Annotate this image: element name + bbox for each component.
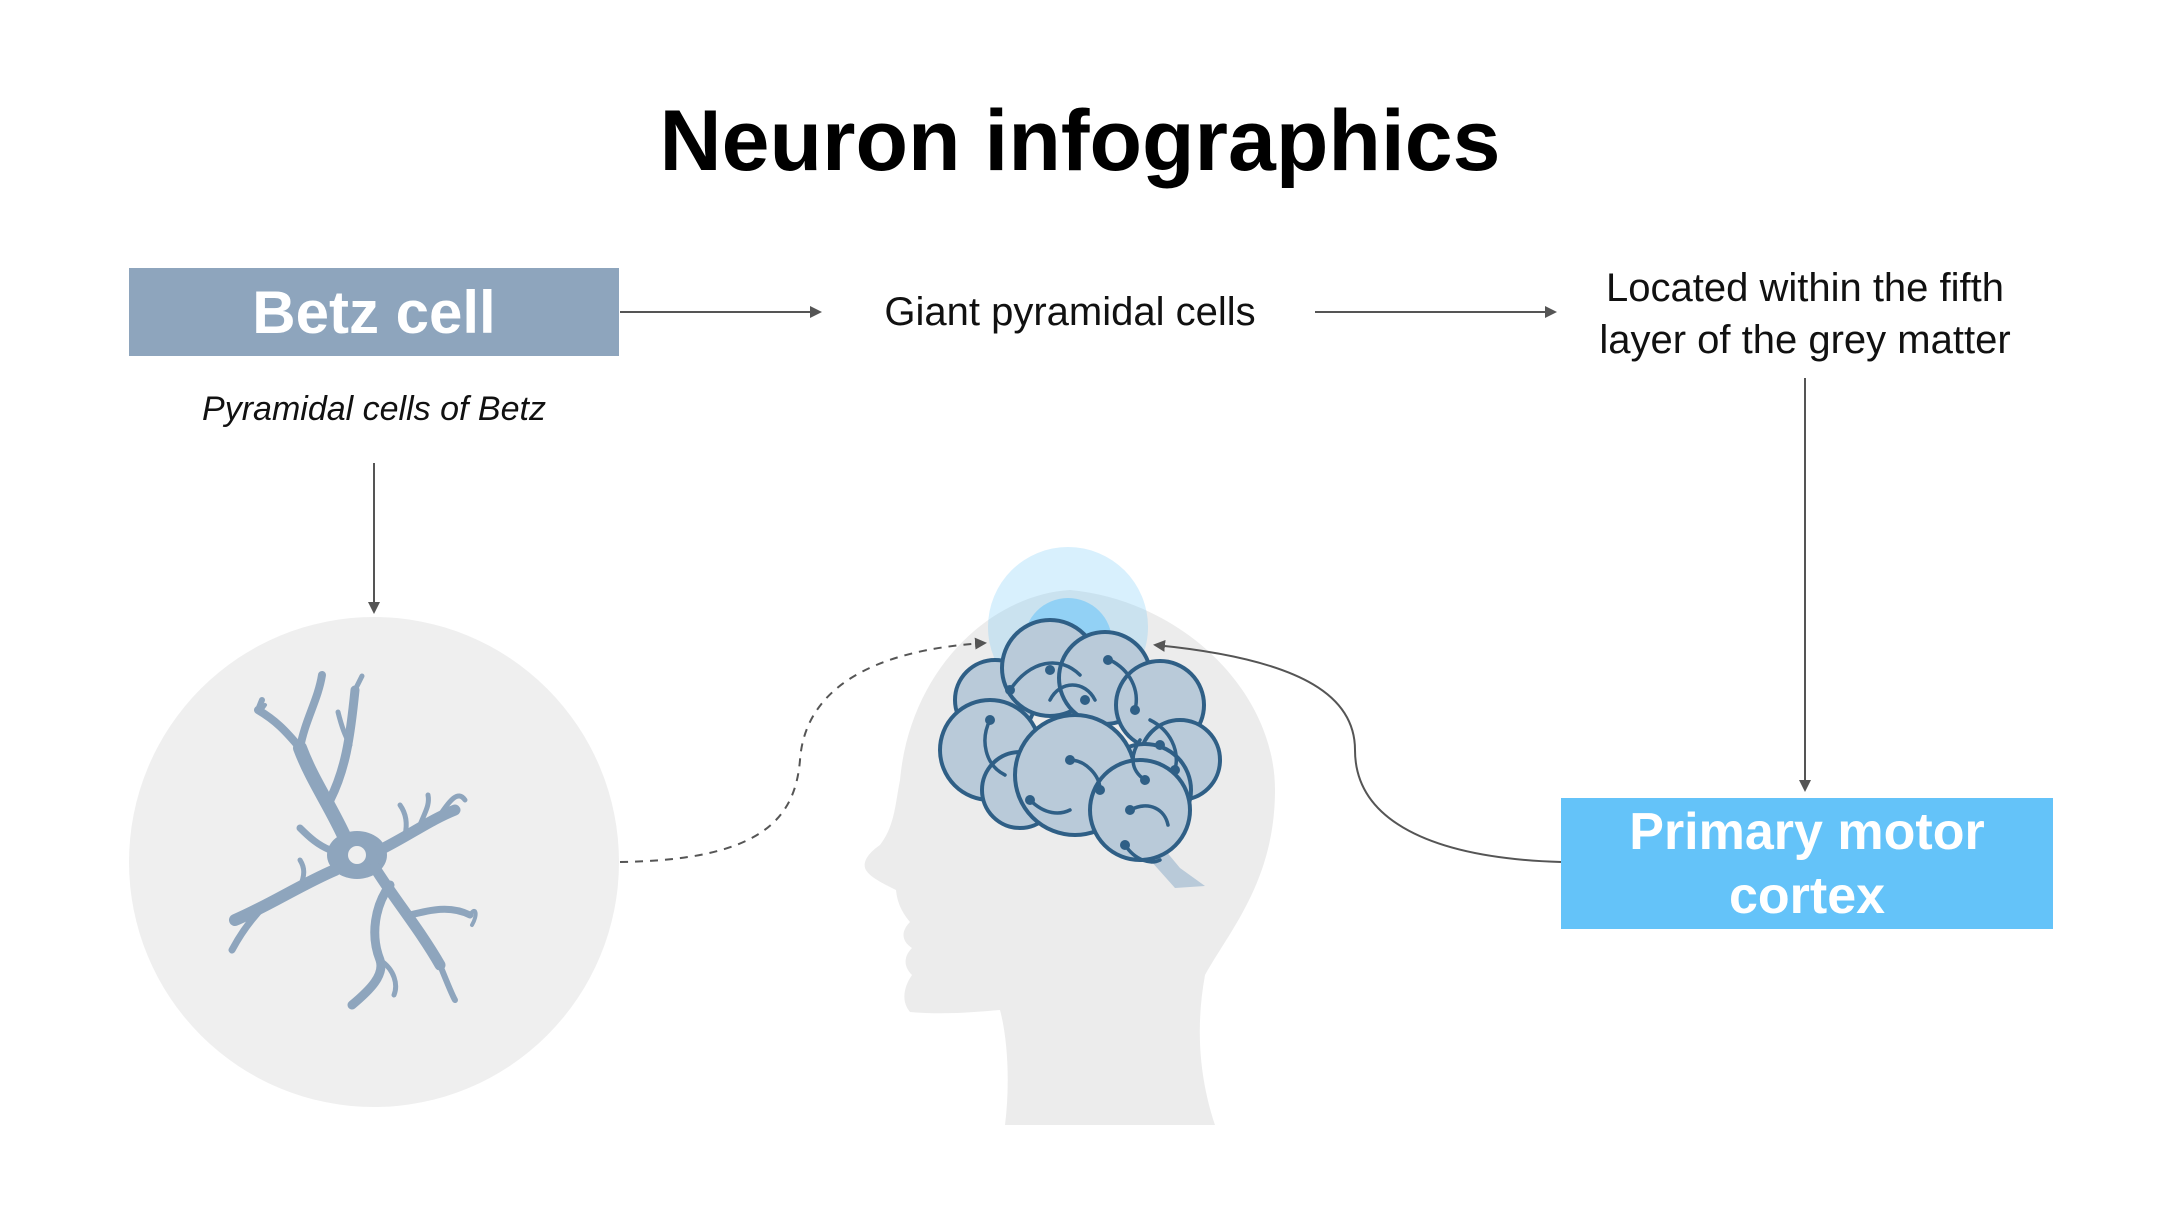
- betz-cell-subtitle: Pyramidal cells of Betz: [202, 390, 546, 428]
- page-title: Neuron infographics: [659, 93, 1501, 189]
- location-description: Located within the fifth layer of the gr…: [1540, 262, 2070, 366]
- brain-icon: [938, 618, 1222, 888]
- cortex-line-1: Primary motor: [1629, 802, 1985, 861]
- cortex-line-2: cortex: [1728, 866, 1886, 925]
- giant-pyramidal-label: Giant pyramidal cells: [884, 290, 1256, 334]
- neuron-icon: [228, 671, 478, 1010]
- arrow-neuron-to-brain: [619, 637, 987, 863]
- betz-cell-box: Betz cell: [129, 268, 619, 356]
- betz-cell-label: Betz cell: [252, 278, 496, 346]
- arrow-cortex-to-brain: [1153, 639, 1562, 863]
- connectors: [368, 306, 1811, 863]
- primary-motor-cortex-box: Primary motor cortex: [1561, 798, 2053, 929]
- location-line-2: layer of the grey matter: [1599, 318, 2011, 362]
- location-line-1: Located within the fifth: [1605, 266, 2005, 310]
